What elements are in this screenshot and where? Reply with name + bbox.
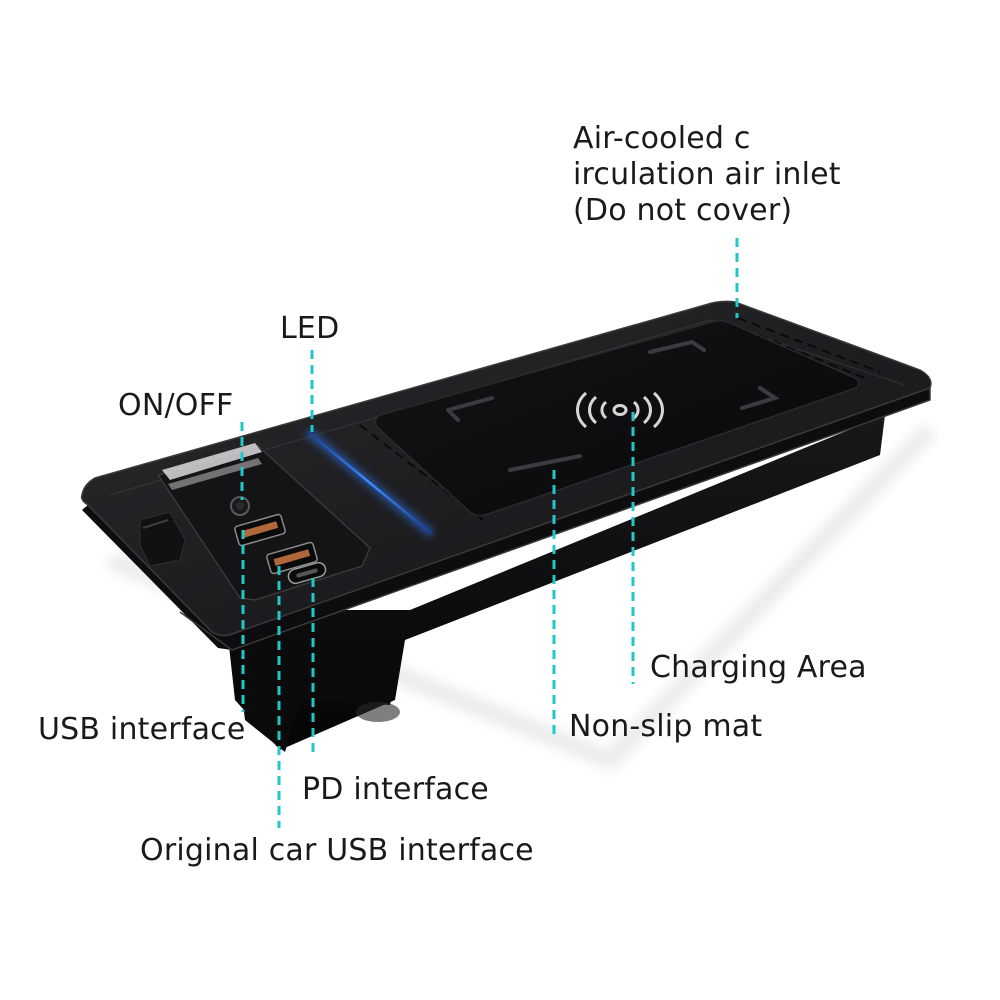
non-slip-mat: [374, 319, 860, 517]
air-inlet-label-line-1: Air-cooled c: [573, 121, 751, 156]
non-slip-mat-label: Non-slip mat: [569, 709, 763, 744]
led-label: LED: [280, 311, 340, 346]
air-inlet-label-line-3: (Do not cover): [573, 193, 793, 228]
side-clip: [139, 511, 186, 567]
charging-area-label: Charging Area: [650, 650, 867, 685]
original-car-usb-port: [266, 541, 318, 575]
on-off-button: [230, 496, 250, 516]
pd-interface-label: PD interface: [302, 772, 489, 807]
leader-lines: [240, 238, 739, 828]
usb-interface-label: USB interface: [38, 712, 246, 747]
tray-side-wall: [82, 382, 931, 651]
on-off-label: ON/OFF: [118, 388, 234, 423]
air-inlet-label: Air-cooled c irculation air inlet (Do no…: [573, 121, 841, 229]
pd-port: [287, 561, 327, 585]
tray-lower-body: [225, 415, 885, 752]
original-car-usb-interface-label: Original car USB interface: [140, 833, 534, 868]
wireless-charging-icon: [576, 391, 664, 429]
led-strip: [305, 428, 435, 538]
air-inlet-label-line-2: irculation air inlet: [573, 157, 841, 192]
usb-port: [234, 513, 286, 547]
